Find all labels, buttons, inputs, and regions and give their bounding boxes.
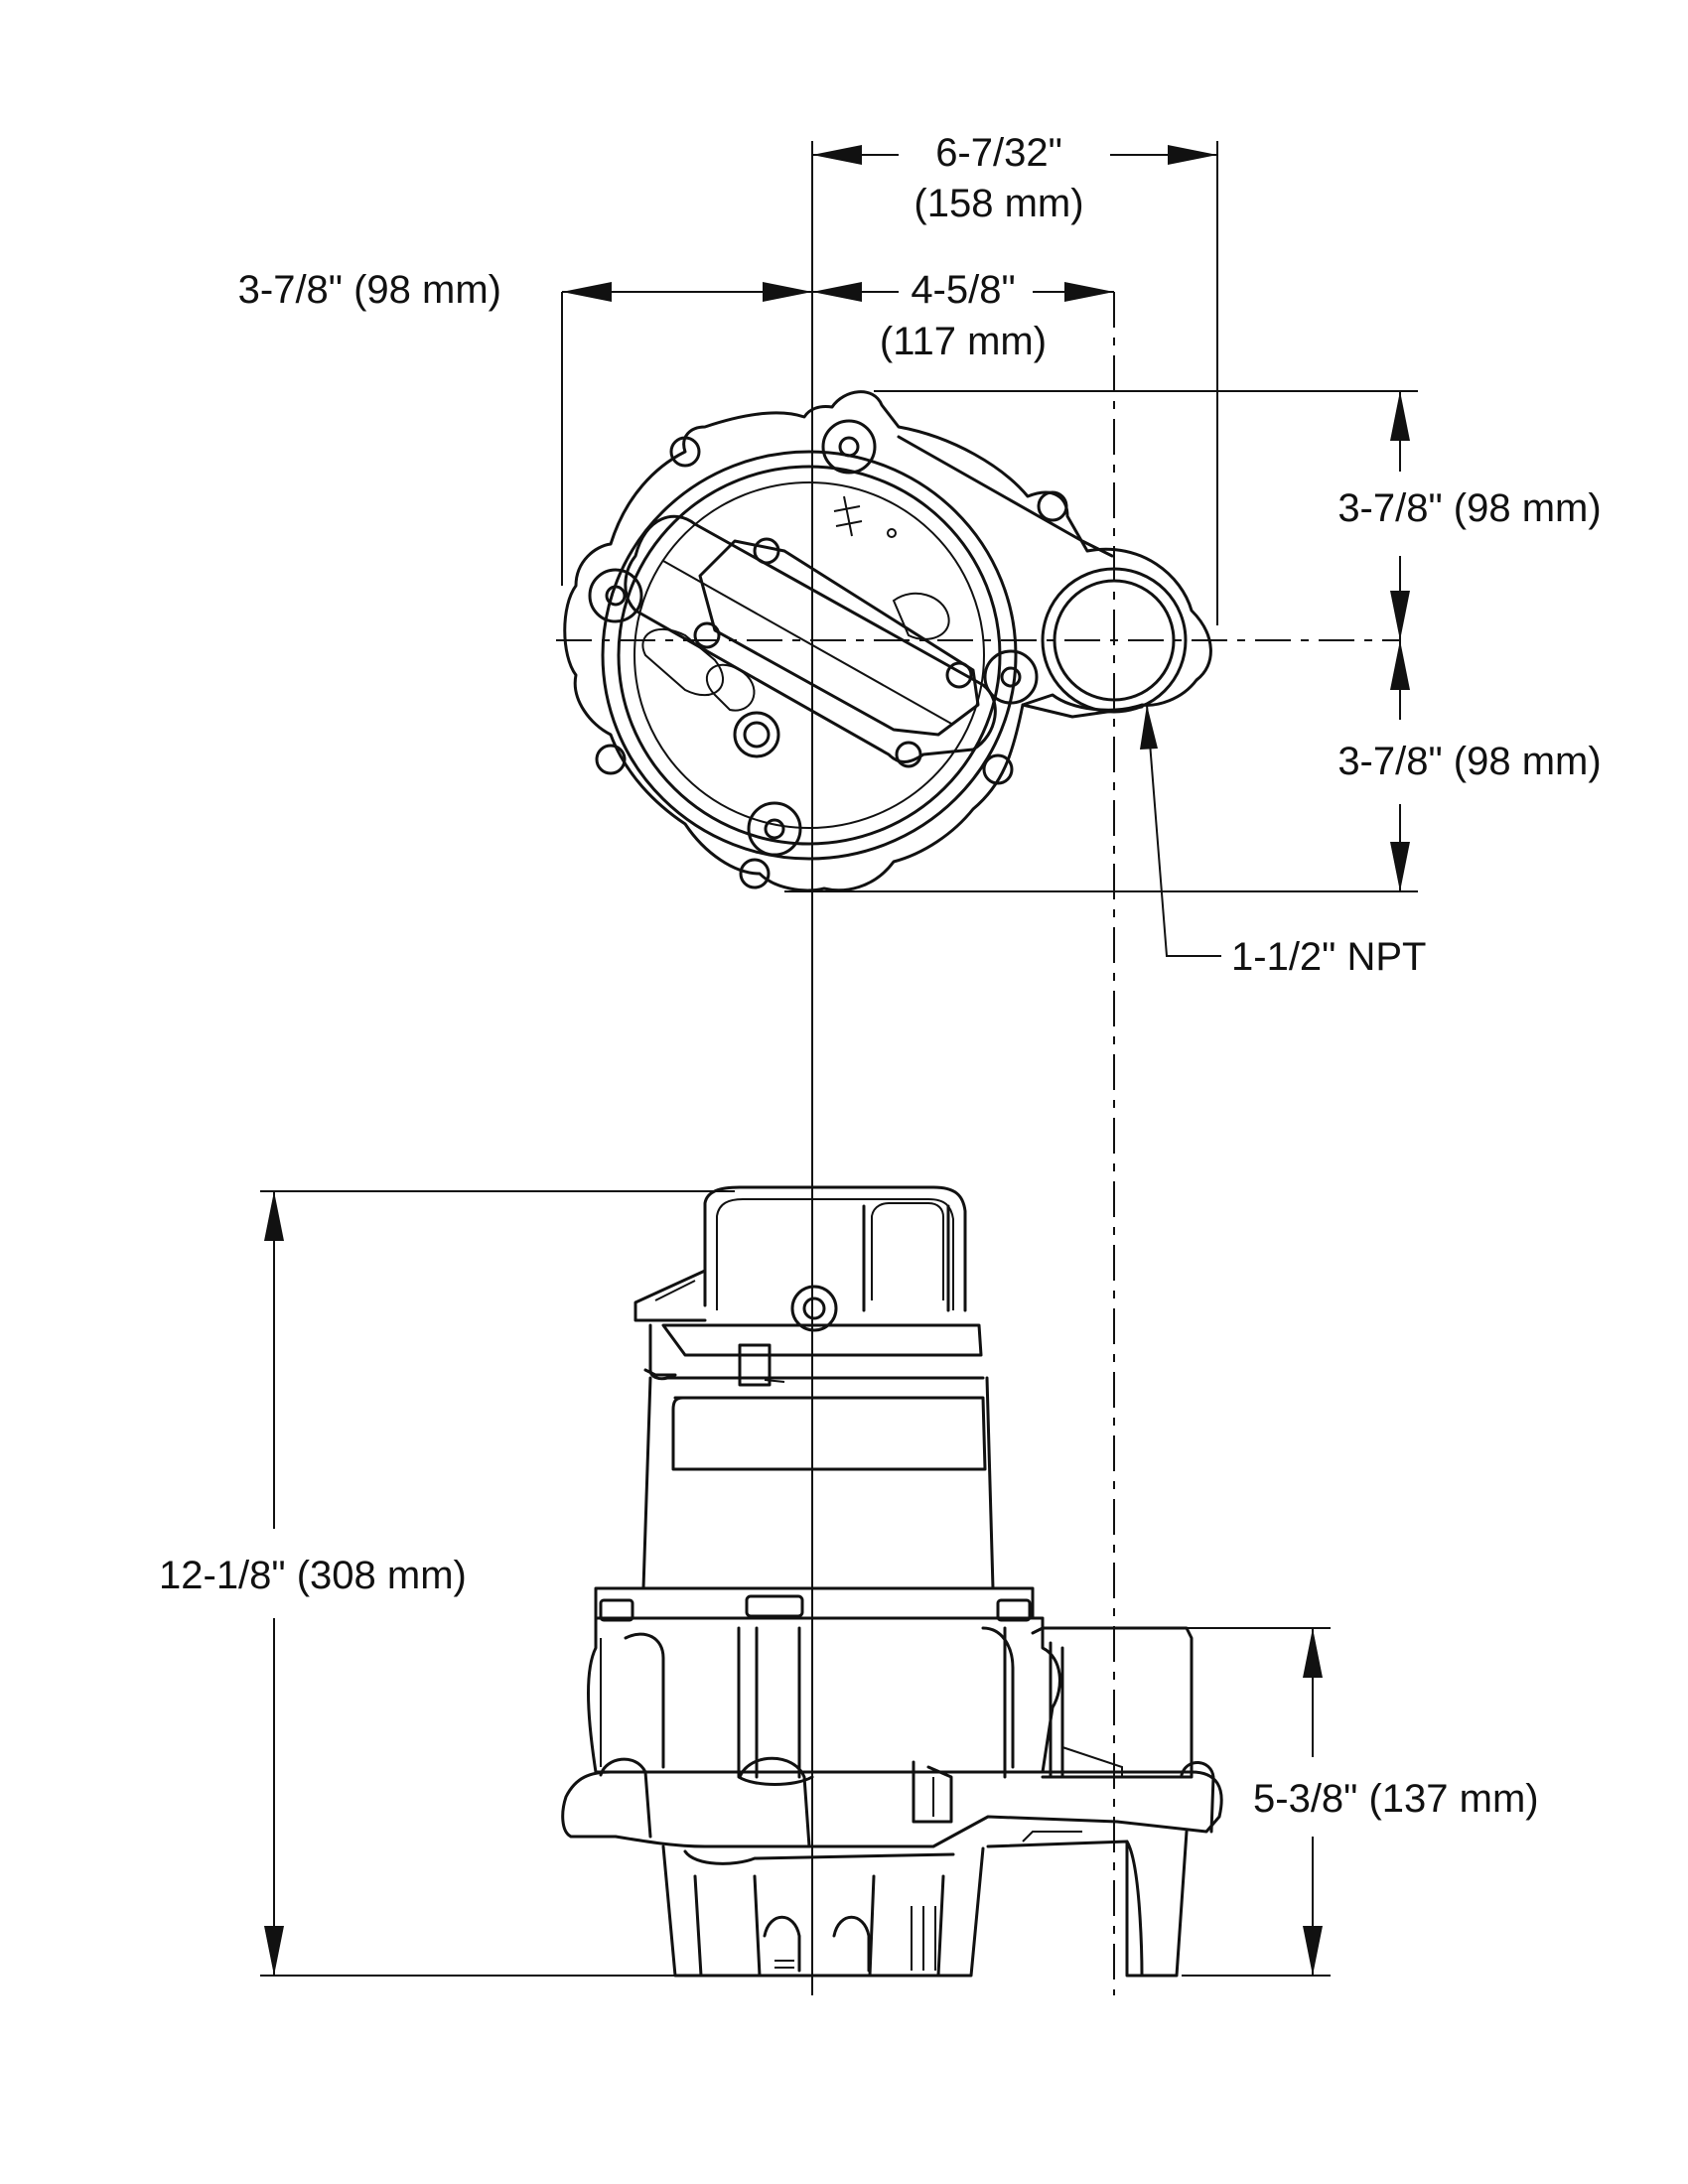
pump-top-view	[563, 390, 1212, 892]
dimension-depth: 3-7/8" (98 mm) 3-7/8" (98 mm)	[784, 390, 1602, 892]
overall-width-imperial: 6-7/32"	[935, 131, 1062, 175]
top-half-depth-label: 3-7/8" (98 mm)	[1337, 486, 1601, 530]
center-lines	[556, 292, 1400, 1995]
discharge-offset-metric: (117 mm)	[880, 320, 1047, 363]
dimension-overall-height: 12-1/8" (308 mm)	[159, 1190, 814, 1977]
discharge-offset-imperial: 4-5/8"	[911, 268, 1015, 312]
discharge-size-callout: 1-1/2" NPT	[1140, 704, 1426, 979]
dimension-overall-width: 6-7/32" (158 mm)	[811, 131, 1218, 1995]
discharge-height-label: 5-3/8" (137 mm)	[1253, 1777, 1539, 1821]
left-offset-label: 3-7/8" (98 mm)	[238, 268, 501, 312]
discharge-size-label: 1-1/2" NPT	[1231, 935, 1426, 979]
dimension-discharge-offset: 4-5/8" (117 mm)	[812, 268, 1114, 363]
bottom-half-depth-label: 3-7/8" (98 mm)	[1337, 740, 1601, 783]
dimension-left-offset: 3-7/8" (98 mm)	[238, 268, 812, 586]
overall-height-label: 12-1/8" (308 mm)	[159, 1554, 467, 1597]
overall-width-metric: (158 mm)	[914, 182, 1083, 225]
pump-front-view	[561, 1185, 1223, 1978]
dimension-discharge-height: 5-3/8" (137 mm)	[1182, 1627, 1539, 1977]
